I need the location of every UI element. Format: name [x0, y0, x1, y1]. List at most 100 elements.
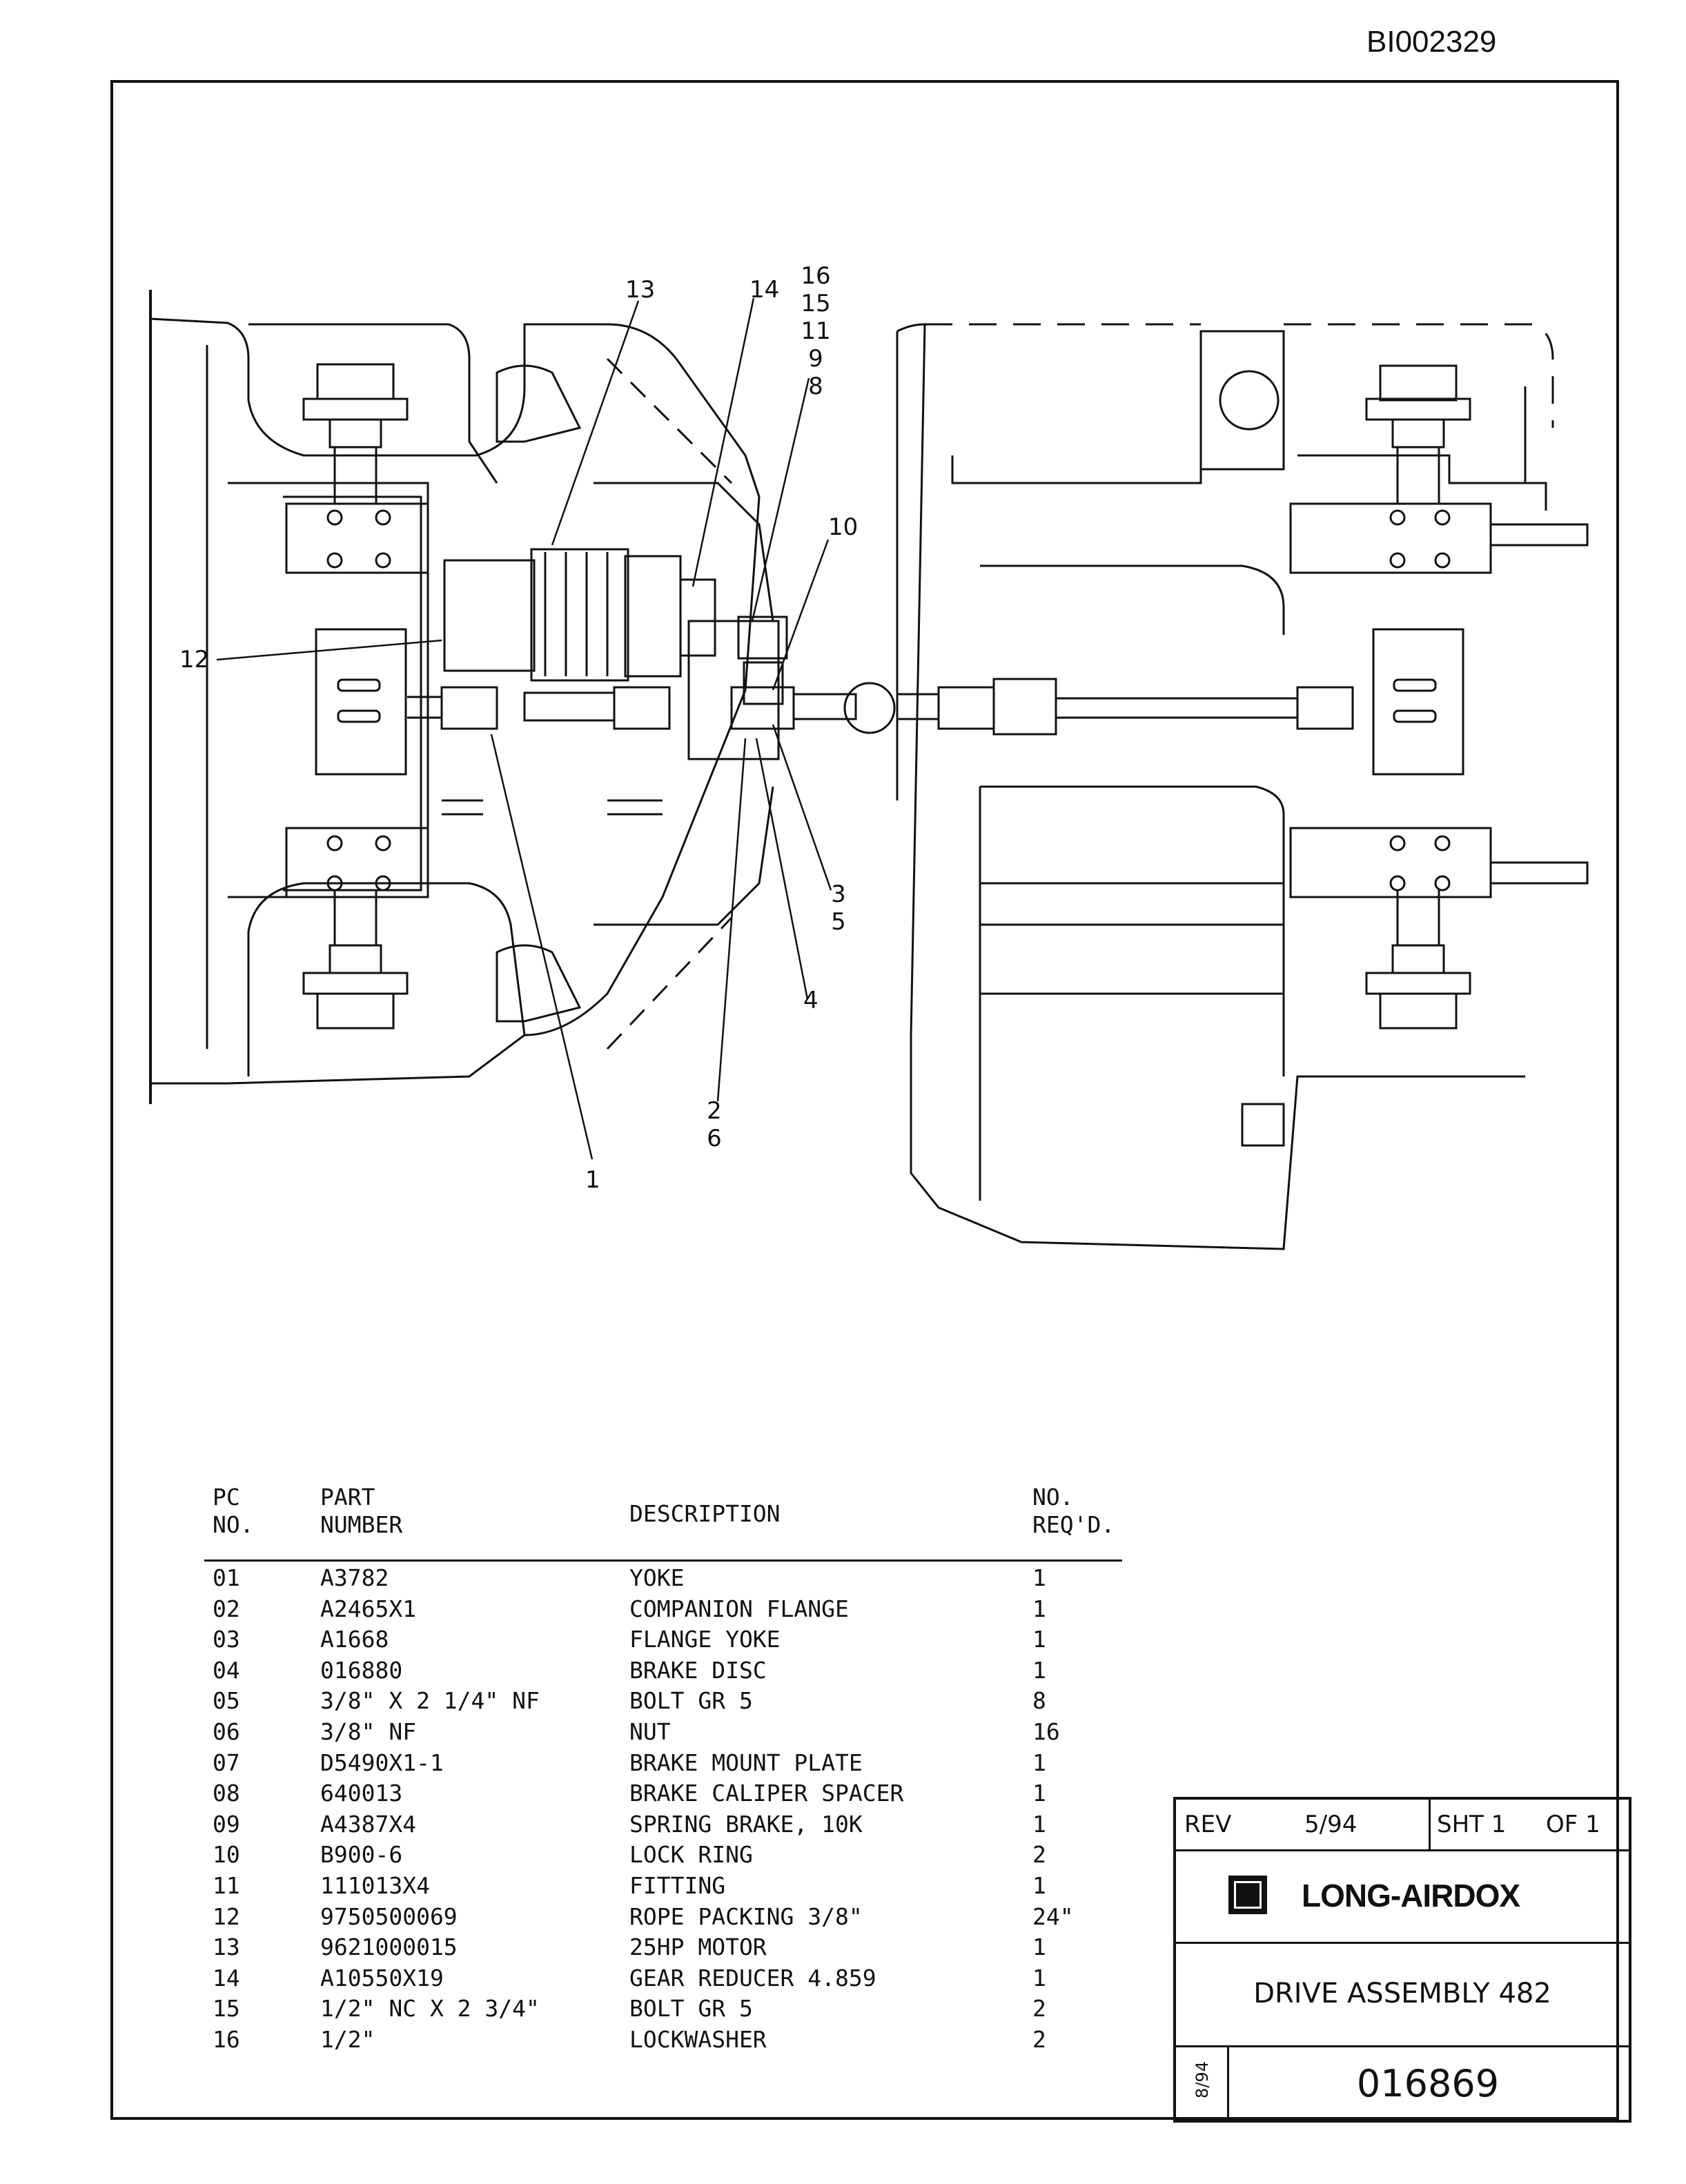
description-cell: BRAKE DISC — [629, 1656, 767, 1684]
company-logo-icon — [1228, 1876, 1267, 1914]
header-description: DESCRIPTION — [629, 1500, 781, 1527]
pc-no-cell: 01 — [213, 1564, 240, 1591]
pc-no-cell: 09 — [213, 1810, 240, 1838]
of-label: OF 1 — [1546, 1811, 1600, 1838]
drawing-title-row: DRIVE ASSEMBLY 482 — [1176, 1942, 1629, 2047]
description-cell: LOCK RING — [629, 1841, 753, 1869]
part-number-cell: 640013 — [320, 1780, 403, 1807]
pc-no-cell: 13 — [213, 1934, 240, 1961]
left-axle — [285, 363, 429, 1030]
description-cell: FLANGE YOKE — [629, 1626, 781, 1653]
qty-cell: 1 — [1032, 1564, 1046, 1591]
pc-no-cell: 08 — [213, 1780, 240, 1807]
qty-cell: 1 — [1032, 1934, 1046, 1961]
company-logo-row: LONG-AIRDOX — [1176, 1849, 1629, 1944]
part-number-cell: 016880 — [320, 1656, 403, 1684]
qty-cell: 1 — [1032, 1871, 1046, 1899]
revision-row: REV 5/94 SHT 1 OF 1 — [1176, 1800, 1629, 1851]
table-row: 01 A3782 YOKE 1 — [204, 1562, 1122, 1593]
description-cell: ROPE PACKING 3/8" — [629, 1902, 863, 1930]
qty-cell: 1 — [1032, 1626, 1046, 1653]
pc-no-cell: 04 — [213, 1656, 240, 1684]
header-pc: PC — [213, 1484, 240, 1511]
pc-no-cell: 12 — [213, 1902, 240, 1930]
qty-cell: 2 — [1032, 1995, 1046, 2023]
title-block: REV 5/94 SHT 1 OF 1 LONG-AIRDOX DRIVE AS… — [1173, 1797, 1631, 2123]
part-number-cell: 9750500069 — [320, 1902, 458, 1930]
qty-cell: 2 — [1032, 2025, 1046, 2053]
qty-cell: 2 — [1032, 1841, 1046, 1869]
pc-no-cell: 15 — [213, 1995, 240, 2023]
description-cell: YOKE — [629, 1564, 685, 1591]
callout-13: 13 — [625, 276, 656, 304]
left-chassis — [149, 290, 774, 1104]
qty-cell: 8 — [1032, 1687, 1046, 1715]
callout-4: 4 — [803, 987, 819, 1014]
callout-1: 1 — [585, 1166, 600, 1194]
callout-3: 3 — [831, 881, 846, 908]
callout-14: 14 — [749, 276, 780, 304]
header-qty-reqd: REQ'D. — [1032, 1511, 1115, 1538]
part-number-cell: 9621000015 — [320, 1934, 458, 1961]
qty-cell: 1 — [1032, 1656, 1046, 1684]
drive-shafts — [407, 678, 1354, 736]
date-code: 8/94 — [1193, 2061, 1212, 2098]
header-part: PART — [320, 1484, 375, 1511]
callout-6: 6 — [707, 1125, 722, 1152]
callout-9: 9 — [808, 345, 823, 373]
table-row: 09 A4387X4 SPRING BRAKE, 10K 1 — [204, 1808, 1122, 1839]
drawing-title: DRIVE ASSEMBLY 482 — [1253, 1978, 1551, 2009]
callout-11: 11 — [801, 317, 831, 345]
part-number-cell: A4387X4 — [320, 1810, 417, 1838]
pc-no-cell: 14 — [213, 1964, 240, 1991]
qty-cell: 1 — [1032, 1749, 1046, 1776]
table-row: 03 A1668 FLANGE YOKE 1 — [204, 1623, 1122, 1654]
callout-12: 12 — [179, 646, 210, 673]
part-number-cell: A3782 — [320, 1564, 389, 1591]
right-chassis — [896, 323, 1589, 1250]
description-cell: BRAKE CALIPER SPACER — [629, 1780, 904, 1807]
part-number-cell: A1668 — [320, 1626, 389, 1653]
part-number-cell: D5490X1-1 — [320, 1749, 444, 1776]
description-cell: BRAKE MOUNT PLATE — [629, 1749, 863, 1776]
company-name: LONG-AIRDOX — [1302, 1878, 1520, 1914]
description-cell: GEAR REDUCER 4.859 — [629, 1964, 876, 1991]
callout-stack-2-6: 2 6 — [704, 1097, 725, 1152]
document-id: BI002329 — [1366, 25, 1497, 59]
description-cell: SPRING BRAKE, 10K — [629, 1810, 863, 1838]
description-cell: BOLT GR 5 — [629, 1687, 753, 1715]
parts-list: PC NO. PART NUMBER DESCRIPTION NO. REQ'D… — [204, 1484, 1122, 2054]
callout-stack-3-5: 3 5 — [828, 881, 849, 936]
qty-cell: 1 — [1032, 1810, 1046, 1838]
pc-no-cell: 02 — [213, 1595, 240, 1622]
part-number-cell: 111013X4 — [320, 1871, 430, 1899]
pc-no-cell: 10 — [213, 1841, 240, 1869]
part-number-cell: 1/2" — [320, 2025, 375, 2053]
drawing-number: 016869 — [1356, 2062, 1500, 2105]
pc-no-cell: 03 — [213, 1626, 240, 1653]
description-cell: FITTING — [629, 1871, 726, 1899]
motor-assembly — [443, 548, 788, 760]
qty-cell: 16 — [1032, 1718, 1060, 1745]
callout-16: 16 — [801, 262, 831, 290]
drawing-frame — [110, 80, 1619, 2120]
description-cell: BOLT GR 5 — [629, 1995, 753, 2023]
description-cell: LOCKWASHER — [629, 2025, 767, 2053]
pc-no-cell: 11 — [213, 1871, 240, 1899]
qty-cell: 1 — [1032, 1595, 1046, 1622]
part-number-cell: A2465X1 — [320, 1595, 417, 1622]
callout-10: 10 — [828, 513, 859, 541]
callout-15: 15 — [801, 290, 831, 317]
parts-list-header: PC NO. PART NUMBER DESCRIPTION NO. REQ'D… — [204, 1484, 1122, 1562]
header-no: NO. — [213, 1511, 254, 1538]
leader-lines — [216, 297, 832, 1160]
header-number: NUMBER — [320, 1511, 403, 1538]
